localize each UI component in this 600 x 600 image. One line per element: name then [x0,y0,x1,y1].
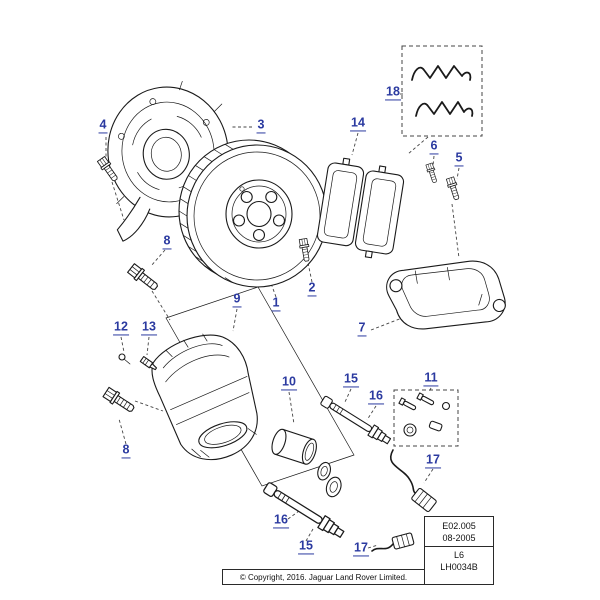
sheet-code: LH0034B [440,562,478,572]
callout-10[interactable]: 10 [281,374,297,391]
brake-disc [178,139,328,288]
leader-lines [105,93,460,549]
caliper-bolt-lower [101,385,137,416]
seal-repair-kit [393,389,459,447]
callout-17[interactable]: 17 [425,452,441,469]
copyright-text: © Copyright, 2016. Jaguar Land Rover Lim… [239,572,408,582]
callout-15[interactable]: 15 [343,371,359,388]
callout-12[interactable]: 12 [113,319,129,336]
callout-8[interactable]: 8 [121,442,131,459]
callout-8[interactable]: 8 [162,233,172,250]
callout-16[interactable]: 16 [273,512,289,529]
callout-2[interactable]: 2 [307,280,317,297]
callout-13[interactable]: 13 [141,319,157,336]
brake-caliper [151,333,258,461]
callout-7[interactable]: 7 [357,320,367,337]
caliper-carrier [386,260,506,330]
callout-15[interactable]: 15 [298,538,314,555]
callout-1[interactable]: 1 [271,295,281,312]
doc-date: 08-2005 [442,533,476,543]
model-code: L6 [453,550,464,560]
bleed-screw [139,355,158,371]
doc-code: E02.005 [442,521,476,531]
carrier-bolt [445,176,462,202]
title-block: E02.005 08-2005 L6 LH0034B [424,516,494,585]
callout-16[interactable]: 16 [368,388,384,405]
wear-sensor-lower [371,532,415,552]
callout-5[interactable]: 5 [454,150,464,167]
callout-14[interactable]: 14 [350,115,366,132]
pad-clip-kit [401,45,483,137]
bleed-screw-cap [118,353,131,365]
copyright-bar: © Copyright, 2016. Jaguar Land Rover Lim… [222,569,425,585]
callout-3[interactable]: 3 [256,117,266,134]
carrier-bolt-small [424,162,439,184]
piston-and-seals [271,428,342,498]
callout-4[interactable]: 4 [98,117,108,134]
callout-17[interactable]: 17 [353,540,369,557]
title-block-divider [425,546,493,547]
wear-sensor-upper [390,449,437,513]
brake-pads [316,157,405,259]
vent-hatching [178,143,234,284]
caliper-bolt-upper [126,262,161,294]
callout-9[interactable]: 9 [232,291,242,308]
callout-11[interactable]: 11 [423,370,439,387]
callout-6[interactable]: 6 [429,138,439,155]
callout-18[interactable]: 18 [385,84,401,101]
